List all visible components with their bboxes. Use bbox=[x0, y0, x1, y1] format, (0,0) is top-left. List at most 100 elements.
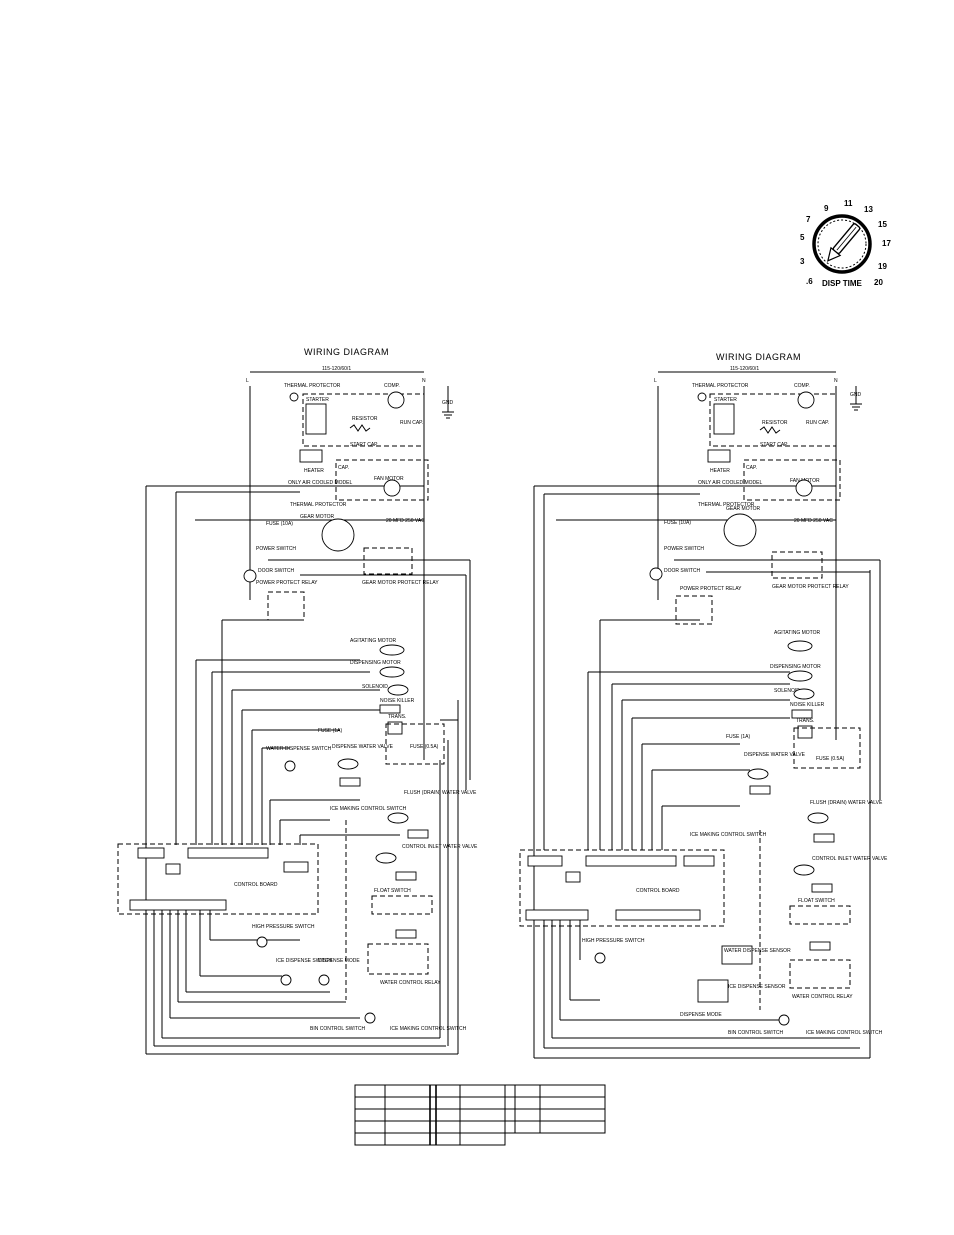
air-cooled-note: ONLY AIR COOLED MODEL bbox=[698, 480, 762, 486]
high-pressure-switch-label: HIGH PRESSURE SWITCH bbox=[582, 938, 645, 944]
heater-label: HEATER bbox=[304, 468, 324, 474]
noise-killer-label: NOISE KILLER bbox=[790, 702, 825, 708]
dial-tick-19: 19 bbox=[878, 262, 887, 271]
control-inlet-valve-label: CONTROL INLET WATER VALVE bbox=[402, 844, 478, 850]
dispense-mode-label: DISPENSE MODE bbox=[318, 958, 360, 964]
dial-tick-13: 13 bbox=[864, 205, 873, 214]
comp-label: COMP. bbox=[384, 383, 400, 389]
agitating-motor-label: AGITATING MOTOR bbox=[774, 630, 821, 636]
supply-label: 115-120/60/1 bbox=[322, 366, 351, 372]
dial-tick-7: 7 bbox=[806, 215, 811, 224]
start-cap-label: START CAP. bbox=[350, 442, 378, 448]
ice-making-control-switch-2-label: ICE MAKING CONTROL SWITCH bbox=[390, 1026, 467, 1032]
resistor-label: RESISTOR bbox=[352, 416, 378, 422]
door-switch-icon[interactable] bbox=[649, 567, 663, 581]
noise-killer-label: NOISE KILLER bbox=[380, 698, 415, 704]
k2-connector bbox=[165, 863, 181, 875]
dial-tick-15: 15 bbox=[878, 220, 887, 229]
resistor-icon bbox=[759, 426, 781, 434]
bin-control-switch-label: BIN CONTROL SWITCH bbox=[310, 1026, 365, 1032]
starter-label: STARTER bbox=[306, 397, 329, 403]
cap-rating-label: 20 MFD 250 VAC bbox=[794, 518, 833, 524]
door-switch-icon[interactable] bbox=[243, 569, 257, 583]
gnd-label: GND bbox=[850, 392, 862, 398]
noise-killer-icon bbox=[379, 704, 401, 714]
run-cap-label: RUN CAP. bbox=[400, 420, 423, 426]
dial-label: DISP TIME bbox=[822, 279, 863, 288]
thermal-protector-icon bbox=[289, 392, 299, 402]
svg-text:L: L bbox=[654, 378, 657, 384]
flush-drain-valve-label: FLUSH (DRAIN) WATER VALVE bbox=[404, 790, 477, 796]
dispense-mode-label: DISPENSE MODE bbox=[680, 1012, 722, 1018]
thermal-protector-gear-label: THERMAL PROTECTOR bbox=[290, 502, 347, 508]
heater-label: HEATER bbox=[710, 468, 730, 474]
agitating-motor-label: AGITATING MOTOR bbox=[350, 638, 397, 644]
dial-tick-3: 3 bbox=[800, 257, 805, 266]
dispense-water-valve-label: DISPENSE WATER VALVE bbox=[744, 752, 806, 758]
float-switch-label: FLOAT SWITCH bbox=[374, 888, 411, 894]
starter-icon bbox=[713, 403, 735, 435]
dispensing-motor-icon bbox=[379, 666, 405, 678]
water-control-relay-icon bbox=[367, 943, 429, 975]
dispense-water-valve-icon bbox=[337, 758, 359, 770]
resistor-label: RESISTOR bbox=[762, 420, 788, 426]
k4-connector bbox=[129, 899, 227, 911]
transformer-icon bbox=[387, 721, 403, 735]
disp-time-dial[interactable]: 9 11 13 7 15 5 17 3 19 .6 20 DISP TIME bbox=[800, 199, 891, 288]
k1-connector bbox=[137, 847, 165, 859]
dispense-water-valve-label: DISPENSE WATER VALVE bbox=[332, 744, 394, 750]
starter-icon bbox=[305, 403, 327, 435]
cap-label: CAP. bbox=[746, 465, 757, 471]
compressor-icon bbox=[387, 391, 405, 409]
high-pressure-switch-label: HIGH PRESSURE SWITCH bbox=[252, 924, 315, 930]
agitating-motor-icon bbox=[379, 644, 405, 656]
gear-motor-protect-relay-label: GEAR MOTOR PROTECT RELAY bbox=[362, 580, 439, 586]
high-pressure-switch-icon[interactable] bbox=[256, 936, 268, 948]
noise-killer-2-icon bbox=[339, 777, 361, 787]
compressor-icon bbox=[797, 391, 815, 409]
fan-motor-label: FAN MOTOR bbox=[374, 476, 404, 482]
gear-motor-icon bbox=[321, 518, 355, 552]
control-board-label: CONTROL BOARD bbox=[636, 888, 680, 894]
ice-dispense-switch-icon[interactable] bbox=[280, 974, 292, 986]
dial-pointer[interactable] bbox=[823, 222, 862, 265]
svg-text:L: L bbox=[246, 378, 249, 384]
wiring-diagram-right: WIRING DIAGRAM 115-120/60/1 L N bbox=[519, 352, 888, 1059]
ice-making-control-switch-label: ICE MAKING CONTROL SWITCH bbox=[330, 806, 407, 812]
bin-control-switch-icon[interactable] bbox=[364, 1012, 376, 1024]
heater-icon bbox=[707, 449, 731, 463]
power-protect-relay-label: POWER PROTECT RELAY bbox=[256, 580, 318, 586]
solenoid-icon bbox=[387, 684, 409, 696]
ice-dispense-switch-label: ICE DISPENSE SWITCH bbox=[276, 958, 333, 964]
thermal-protector-top-label: THERMAL PROTECTOR bbox=[284, 383, 341, 389]
dispense-mode-icon[interactable] bbox=[318, 974, 330, 986]
ice-dispense-sensor-box bbox=[697, 979, 729, 1003]
air-cooled-note: ONLY AIR COOLED MODEL bbox=[288, 480, 352, 486]
power-switch-label: POWER SWITCH bbox=[256, 546, 296, 552]
wiring-diagram-left: WIRING DIAGRAM 115-120/60/1 L N bbox=[117, 347, 478, 1055]
trans-label: TRANS. bbox=[388, 714, 406, 720]
float-switch-icon bbox=[371, 895, 433, 915]
dial-tick-17: 17 bbox=[882, 239, 891, 248]
flush-drain-valve-label: FLUSH (DRAIN) WATER VALVE bbox=[810, 800, 883, 806]
water-control-relay-label: WATER CONTROL RELAY bbox=[792, 994, 853, 1000]
water-control-relay-label: WATER CONTROL RELAY bbox=[380, 980, 441, 986]
cap-rating-label: 20 MFD 250 VAC bbox=[386, 518, 425, 524]
heater-icon bbox=[299, 449, 323, 463]
solenoid-label: SOLENOID bbox=[774, 688, 800, 694]
fuse-main-label: FUSE (10A) bbox=[266, 521, 293, 527]
thermal-protector-gear-label: THERMAL PROTECTOR bbox=[698, 502, 755, 508]
ice-dispense-sensor-label: ICE DISPENSE SENSOR bbox=[728, 984, 786, 990]
trans-label: TRANS. bbox=[796, 718, 814, 724]
start-cap-label: START CAP. bbox=[760, 442, 788, 448]
door-switch-label: DOOR SWITCH bbox=[664, 568, 700, 574]
fan-motor-icon bbox=[383, 479, 401, 497]
power-protect-relay-label: POWER PROTECT RELAY bbox=[680, 586, 742, 592]
k3-connector bbox=[187, 847, 269, 859]
dispensing-motor-label: DISPENSING MOTOR bbox=[770, 664, 821, 670]
water-dispense-switch-icon[interactable] bbox=[284, 760, 296, 772]
water-dispense-sensor-label: WATER DISPENSE SENSOR bbox=[724, 948, 791, 954]
gear-motor-label: GEAR MOTOR bbox=[726, 506, 760, 512]
control-inlet-valve-label: CONTROL INLET WATER VALVE bbox=[812, 856, 888, 862]
dispensing-motor-label: DISPENSING MOTOR bbox=[350, 660, 401, 666]
